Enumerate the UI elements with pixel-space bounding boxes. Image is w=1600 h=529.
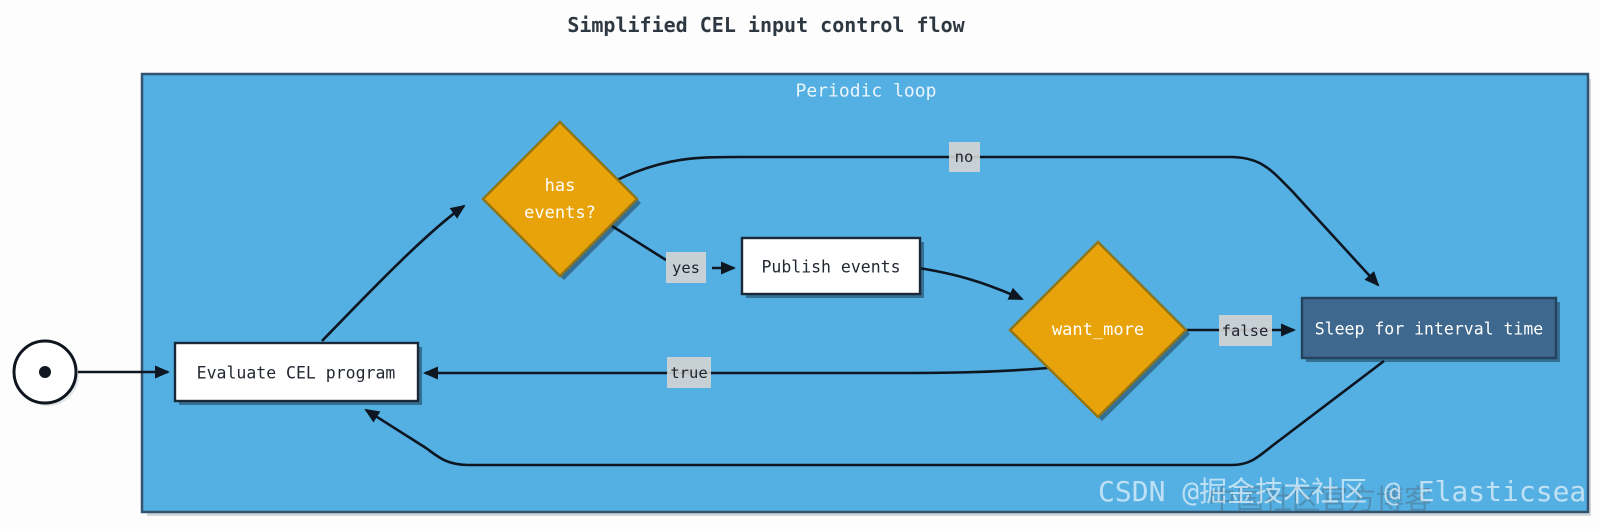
edge-label-true: true <box>667 357 711 388</box>
edge-label-false: false <box>1219 315 1272 346</box>
edge-evaluate-to-has-events <box>321 204 466 342</box>
periodic-loop-label: Periodic loop <box>796 81 937 102</box>
edge-label-no: no <box>949 142 980 172</box>
true-label-bg <box>667 357 711 388</box>
watermark-back-text: 中国社区官方博客 <box>1208 483 1432 516</box>
sleep-node-label: Sleep for interval time <box>1315 320 1543 339</box>
node-start <box>12 339 79 406</box>
publish-node-box <box>740 236 922 296</box>
sleep-node-box <box>1300 296 1558 360</box>
publish-node-label: Publish events <box>761 258 900 277</box>
edge-want-more-true-to-evaluate <box>423 366 1049 380</box>
yes-label: yes <box>672 259 700 277</box>
watermark-front-text: CSDN @掘金技术社区 @ Elasticsearch中 <box>1098 475 1600 508</box>
edge-has-events-no-to-sleep <box>616 155 1380 287</box>
false-label: false <box>1222 322 1269 340</box>
node-publish-events: Publish events <box>740 236 924 298</box>
start-dot-icon <box>39 366 51 378</box>
true-label: true <box>670 364 707 382</box>
want-more-diamond <box>1008 240 1188 419</box>
edge-has-events-yes-segment <box>611 224 667 262</box>
no-label: no <box>955 148 974 166</box>
edge-sleep-to-evaluate <box>364 359 1385 467</box>
node-sleep: Sleep for interval time <box>1300 296 1560 362</box>
has-events-label-line1: has <box>545 176 576 196</box>
no-label-bg <box>949 142 980 172</box>
has-events-diamond <box>481 120 639 278</box>
page-title: Simplified CEL input control flow <box>567 13 965 37</box>
false-label-bg <box>1219 315 1272 346</box>
want-more-label: want_more <box>1052 320 1144 340</box>
node-evaluate-cel-program: Evaluate CEL program <box>173 341 422 405</box>
yes-label-bg <box>666 252 706 283</box>
node-want-more: want_more <box>1008 240 1190 421</box>
has-events-label-line2: events? <box>524 203 596 223</box>
evaluate-node-label: Evaluate CEL program <box>197 364 396 383</box>
edge-label-yes: yes <box>666 252 706 283</box>
node-has-events: has events? <box>481 120 641 280</box>
evaluate-node-box <box>173 341 420 403</box>
